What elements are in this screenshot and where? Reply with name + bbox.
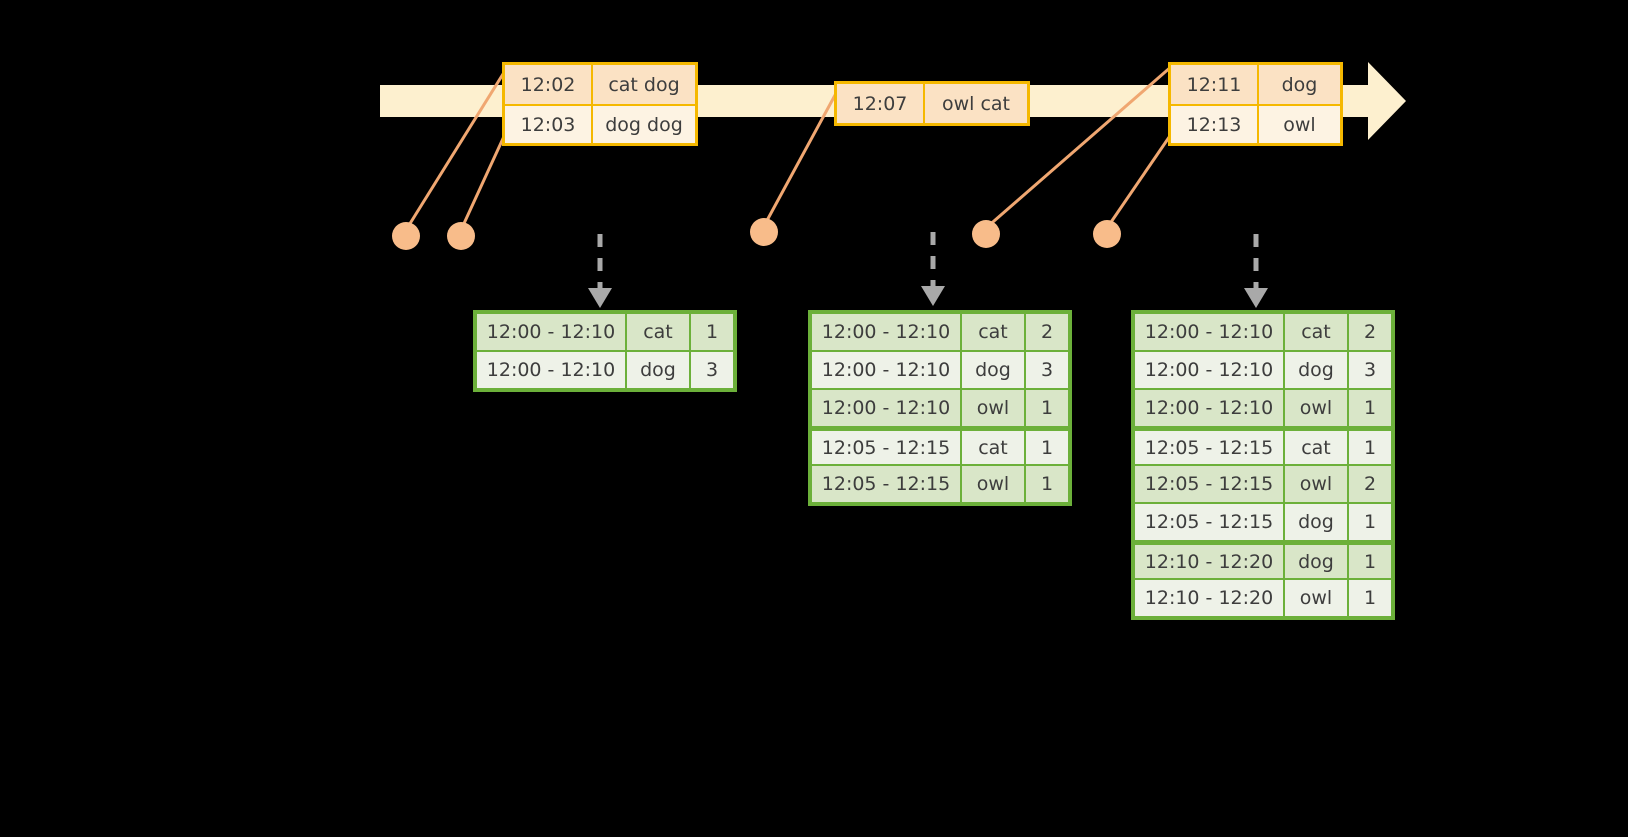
window-range-cell: 12:00 - 12:10 — [812, 314, 960, 350]
word-cell: cat — [1285, 431, 1347, 464]
window-range-cell: 12:05 - 12:15 — [812, 431, 960, 464]
event-time: 12:03 — [505, 106, 591, 143]
event-words: cat dog — [591, 65, 695, 104]
emit-arrow-3-head — [1244, 288, 1268, 308]
event-box-3[interactable]: 12:11 dog 12:13 owl — [1168, 62, 1343, 146]
event-marker-4 — [972, 220, 1000, 248]
word-cell: dog — [627, 352, 689, 388]
event-marker-1 — [392, 222, 420, 250]
window-range-cell: 12:05 - 12:15 — [1135, 466, 1283, 502]
count-cell: 3 — [1349, 352, 1391, 388]
event-row: 12:11 dog — [1171, 65, 1340, 104]
count-cell: 1 — [1026, 390, 1068, 426]
window-range-cell: 12:00 - 12:10 — [812, 390, 960, 426]
leader-line-2 — [459, 131, 508, 231]
window-range-cell: 12:00 - 12:10 — [1135, 314, 1283, 350]
count-cell: 1 — [1026, 431, 1068, 464]
window-range-cell: 12:00 - 12:10 — [477, 314, 625, 350]
event-box-1[interactable]: 12:02 cat dog 12:03 dog dog — [502, 62, 698, 146]
count-cell: 3 — [691, 352, 733, 388]
event-box-2[interactable]: 12:07 owl cat — [834, 81, 1030, 126]
count-cell: 1 — [691, 314, 733, 350]
count-cell: 1 — [1349, 431, 1391, 464]
word-cell: owl — [1285, 390, 1347, 426]
event-time: 12:07 — [837, 84, 923, 123]
event-row: 12:02 cat dog — [505, 65, 695, 104]
event-time: 12:13 — [1171, 106, 1257, 143]
window-range-cell: 12:00 - 12:10 — [1135, 352, 1283, 388]
event-row: 12:07 owl cat — [837, 84, 1027, 123]
window-range-cell: 12:00 - 12:10 — [812, 352, 960, 388]
event-words: dog — [1257, 65, 1340, 104]
window-range-cell: 12:00 - 12:10 — [1135, 390, 1283, 426]
event-row: 12:13 owl — [1171, 104, 1340, 143]
word-cell: owl — [962, 466, 1024, 502]
emit-arrow-2-head — [921, 286, 945, 306]
leader-line-5 — [1105, 129, 1176, 229]
count-cell: 1 — [1026, 466, 1068, 502]
word-cell: cat — [1285, 314, 1347, 350]
count-cell: 1 — [1349, 580, 1391, 616]
window-range-cell: 12:05 - 12:15 — [1135, 504, 1283, 540]
event-row: 12:03 dog dog — [505, 104, 695, 143]
count-cell: 3 — [1026, 352, 1068, 388]
event-stream-arrowhead — [1368, 62, 1406, 140]
word-cell: dog — [1285, 545, 1347, 578]
word-cell: cat — [627, 314, 689, 350]
event-marker-3 — [750, 218, 778, 246]
emit-arrows — [597, 232, 1259, 288]
count-cell: 1 — [1349, 390, 1391, 426]
word-cell: owl — [962, 390, 1024, 426]
word-cell: owl — [1285, 580, 1347, 616]
event-words: dog dog — [591, 106, 695, 143]
count-cell: 2 — [1349, 466, 1391, 502]
window-range-cell: 12:05 - 12:15 — [1135, 431, 1283, 464]
word-cell: owl — [1285, 466, 1347, 502]
event-words: owl — [1257, 106, 1340, 143]
word-cell: dog — [962, 352, 1024, 388]
emit-arrow-heads — [588, 286, 1268, 308]
window-range-cell: 12:10 - 12:20 — [1135, 580, 1283, 616]
count-cell: 2 — [1026, 314, 1068, 350]
window-range-cell: 12:05 - 12:15 — [812, 466, 960, 502]
word-cell: cat — [962, 431, 1024, 464]
count-cell: 1 — [1349, 504, 1391, 540]
event-time: 12:11 — [1171, 65, 1257, 104]
count-cell: 2 — [1349, 314, 1391, 350]
event-marker-2 — [447, 222, 475, 250]
word-cell: cat — [962, 314, 1024, 350]
window-range-cell: 12:00 - 12:10 — [477, 352, 625, 388]
event-words: owl cat — [923, 84, 1027, 123]
window-range-cell: 12:10 - 12:20 — [1135, 545, 1283, 578]
word-cell: dog — [1285, 504, 1347, 540]
emit-arrow-1-head — [588, 288, 612, 308]
event-time: 12:02 — [505, 65, 591, 104]
word-cell: dog — [1285, 352, 1347, 388]
event-marker-5 — [1093, 220, 1121, 248]
count-cell: 1 — [1349, 545, 1391, 578]
